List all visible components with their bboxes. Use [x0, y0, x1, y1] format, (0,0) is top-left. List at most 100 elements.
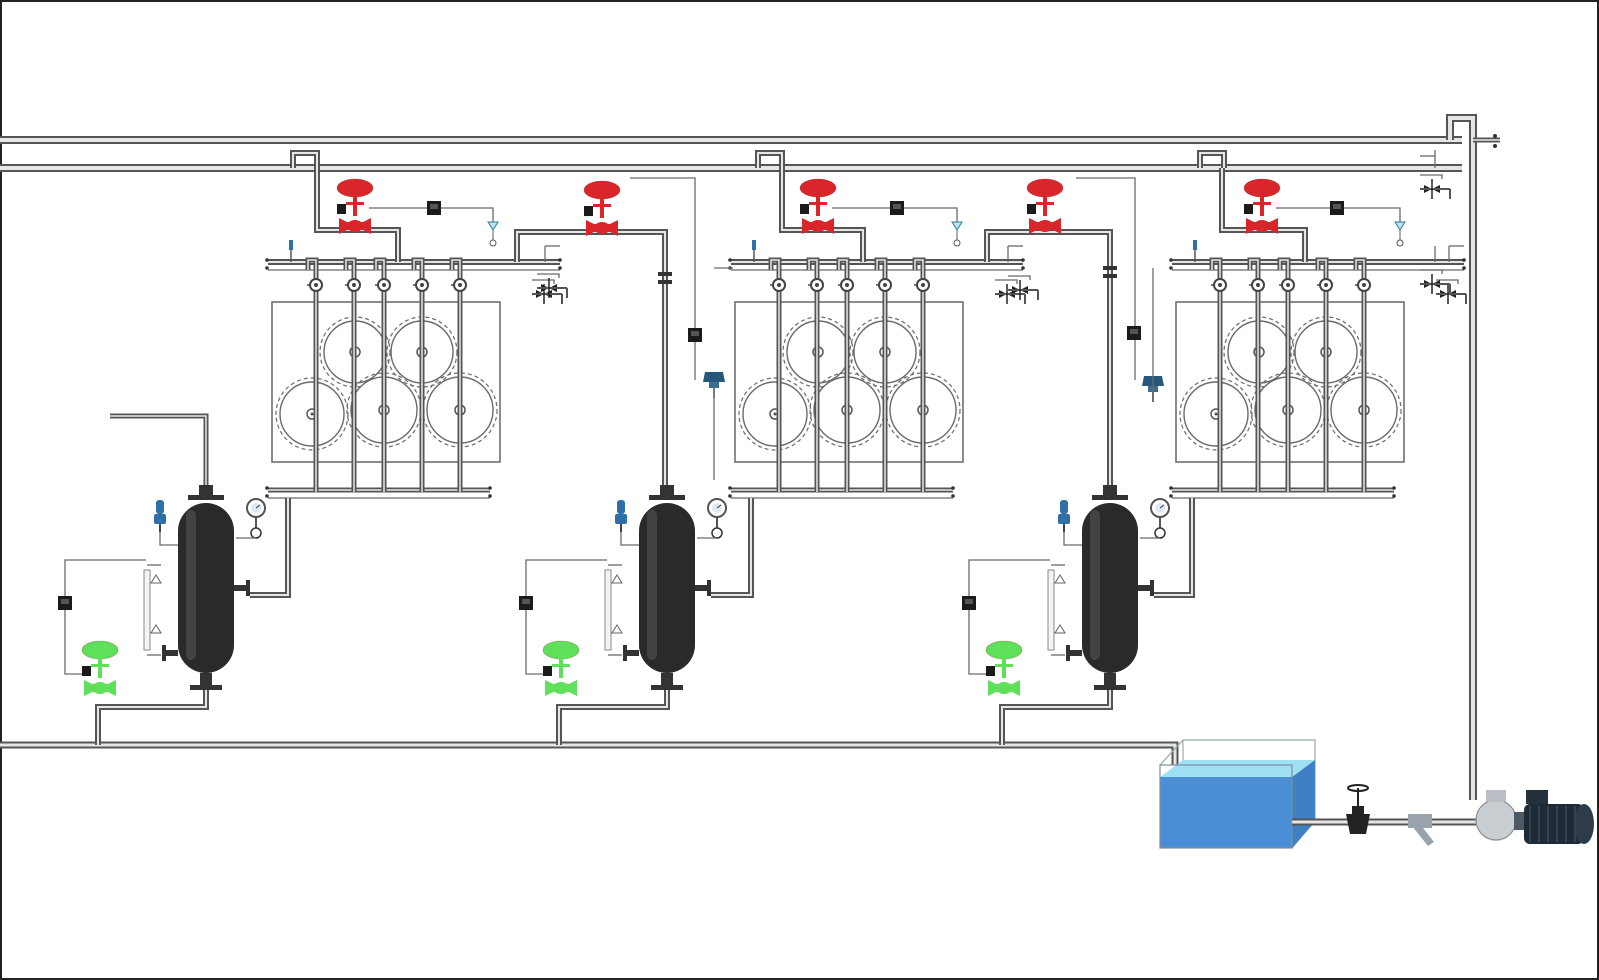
- sensor-head: [951, 221, 963, 231]
- tank-top-flange: [188, 495, 224, 500]
- safety-valve: [1058, 500, 1070, 532]
- sight-glass-2: [1103, 266, 1117, 270]
- rotary-joint: [1211, 278, 1227, 292]
- signal-line: [64, 610, 82, 675]
- gate-valve: [1346, 784, 1370, 834]
- separator-drain-pipe: [999, 690, 1113, 745]
- rotary-joint: [876, 278, 892, 292]
- pressure-gauge: [1150, 498, 1170, 539]
- steam-controller-1: [427, 201, 441, 215]
- siphon-pipe: [1277, 257, 1291, 492]
- header-expansion-loop-2: [755, 150, 785, 168]
- siphon-pipe: [836, 257, 850, 492]
- tank-bottom-flange: [651, 685, 683, 690]
- safety-valve: [615, 500, 627, 532]
- rotary-joint: [375, 278, 391, 292]
- separator-drain-pipe: [556, 690, 670, 745]
- valve-handwheel: [1347, 784, 1369, 792]
- safety-valve: [154, 500, 166, 532]
- steam-controller-2: [890, 201, 904, 215]
- signal-line: [1344, 207, 1401, 222]
- transmitter-head: [703, 372, 725, 382]
- signal-line: [441, 207, 494, 222]
- condensate-control-valve: [985, 640, 1023, 696]
- dryer-return-to-separator: [711, 498, 754, 598]
- siphon-pipe: [874, 257, 888, 492]
- dryer-cylinder: [1179, 377, 1253, 451]
- siphon-pipe: [305, 257, 319, 492]
- header-end-cap: [1493, 134, 1497, 138]
- signal-line: [64, 559, 146, 596]
- siphon-pipe: [1247, 257, 1261, 492]
- manifold-drain-valve-extra-2: [537, 273, 568, 298]
- tank-front-edges: [1159, 764, 1293, 849]
- siphon-pipe: [806, 257, 820, 492]
- valve-positioner: [82, 666, 91, 676]
- rotary-joint: [1317, 278, 1333, 292]
- dryer-return-to-separator: [1154, 498, 1195, 598]
- rotary-joint: [451, 278, 467, 292]
- condensate-tank: [1159, 739, 1316, 849]
- condensate-control-valve: [542, 640, 580, 696]
- y-strainer: [1408, 814, 1434, 846]
- valve-positioner: [584, 206, 593, 216]
- siphon-pipe: [912, 257, 926, 492]
- dryer-unit-2: [728, 240, 1025, 499]
- signal-line: [1076, 177, 1136, 380]
- valve-positioner: [986, 666, 995, 676]
- siphon-pipe: [411, 257, 425, 492]
- pressure-transmitter-2: [951, 221, 963, 247]
- centrifugal-pump: [1475, 790, 1594, 844]
- valve-positioner: [337, 204, 346, 214]
- rotary-joint: [838, 278, 854, 292]
- steam-control-valve-5: [1243, 178, 1281, 234]
- dryer-cylinder: [738, 377, 812, 451]
- steam-control-valve-4: [1026, 178, 1064, 234]
- signal-line: [525, 559, 607, 596]
- rotary-joint: [413, 278, 429, 292]
- dryer-return-to-separator: [250, 498, 291, 598]
- valve-positioner: [800, 204, 809, 214]
- steam-control-valve-2: [583, 180, 621, 236]
- header-expansion-loop-1: [290, 150, 320, 168]
- pump-discharge-riser: [1446, 114, 1477, 800]
- valve-stem: [1002, 658, 1006, 678]
- manifold-drain-valve: [532, 279, 563, 304]
- flash-separator-tank-1: [162, 485, 250, 690]
- rotary-joint: [307, 278, 323, 292]
- siphon-pipe: [1315, 257, 1329, 492]
- pump-volute: [1475, 799, 1517, 841]
- header-drain-valve-2: [1420, 269, 1451, 294]
- siphon-pipe: [449, 257, 463, 492]
- steam-crossover-pipe-1: [514, 229, 668, 490]
- tank-bottom-flange: [190, 685, 222, 690]
- siphon-pipe: [373, 257, 387, 492]
- header-expansion-loop-3: [1197, 150, 1227, 168]
- manifold-drain-valve-extra: [1008, 275, 1039, 300]
- separator-vent-pipe: [110, 413, 209, 485]
- signal-line: [968, 559, 1050, 596]
- condensate-control-valve: [81, 640, 119, 696]
- crossover-controller-2: [1127, 326, 1141, 340]
- flash-separator-tank-3: [1066, 485, 1154, 690]
- valve-stem: [98, 658, 102, 678]
- steam-control-valve-3: [799, 178, 837, 234]
- tank-top-flange: [1092, 495, 1128, 500]
- signal-line: [630, 177, 696, 380]
- steam-crossover-pipe-2: [984, 229, 1113, 490]
- header-end-cap-2: [1493, 144, 1497, 148]
- valve-positioner: [1027, 204, 1036, 214]
- level-controller: [58, 596, 72, 610]
- dryer-cylinder: [275, 377, 349, 451]
- rotary-joint: [1355, 278, 1371, 292]
- pressure-transmitter-3: [1394, 221, 1406, 247]
- valve-stem: [1043, 196, 1047, 216]
- valve-stem: [600, 198, 604, 218]
- safety-valve-body: [617, 500, 625, 514]
- valve-positioner: [1244, 204, 1253, 214]
- valve-positioner: [543, 666, 552, 676]
- rotary-joint: [770, 278, 786, 292]
- level-controller: [962, 596, 976, 610]
